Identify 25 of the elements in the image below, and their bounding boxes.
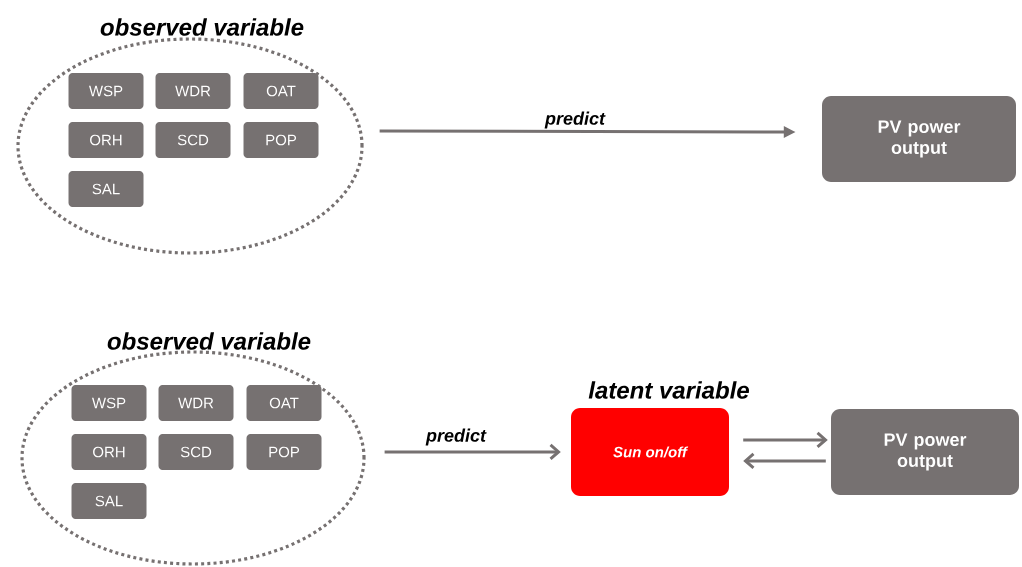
variable-box: SCD bbox=[155, 122, 231, 158]
edge-label: predict bbox=[425, 428, 487, 446]
variable-box: WDR bbox=[158, 385, 234, 421]
variable-box: ORH bbox=[71, 434, 147, 470]
output-box: PV power output bbox=[831, 409, 1019, 495]
arrow bbox=[743, 431, 828, 449]
variable-box: WSP bbox=[68, 73, 144, 109]
variable-box: SCD bbox=[158, 434, 234, 470]
latent-box: Sun on/off bbox=[571, 408, 729, 496]
edge-label: predict bbox=[544, 111, 606, 129]
variable-box: SAL bbox=[71, 483, 147, 519]
output-box: PV power output bbox=[822, 96, 1016, 182]
arrow bbox=[743, 452, 826, 470]
variable-box: WDR bbox=[155, 73, 231, 109]
heading: observed variable bbox=[100, 18, 304, 36]
variable-box: OAT bbox=[246, 385, 322, 421]
variable-box: SAL bbox=[68, 171, 144, 207]
variable-box: OAT bbox=[243, 73, 319, 109]
variable-box: POP bbox=[243, 122, 319, 158]
variable-box: ORH bbox=[68, 122, 144, 158]
heading: latent variable bbox=[588, 381, 749, 399]
variable-box: POP bbox=[246, 434, 322, 470]
arrow bbox=[384, 443, 561, 461]
variable-box: WSP bbox=[71, 385, 147, 421]
heading: observed variable bbox=[107, 332, 311, 350]
